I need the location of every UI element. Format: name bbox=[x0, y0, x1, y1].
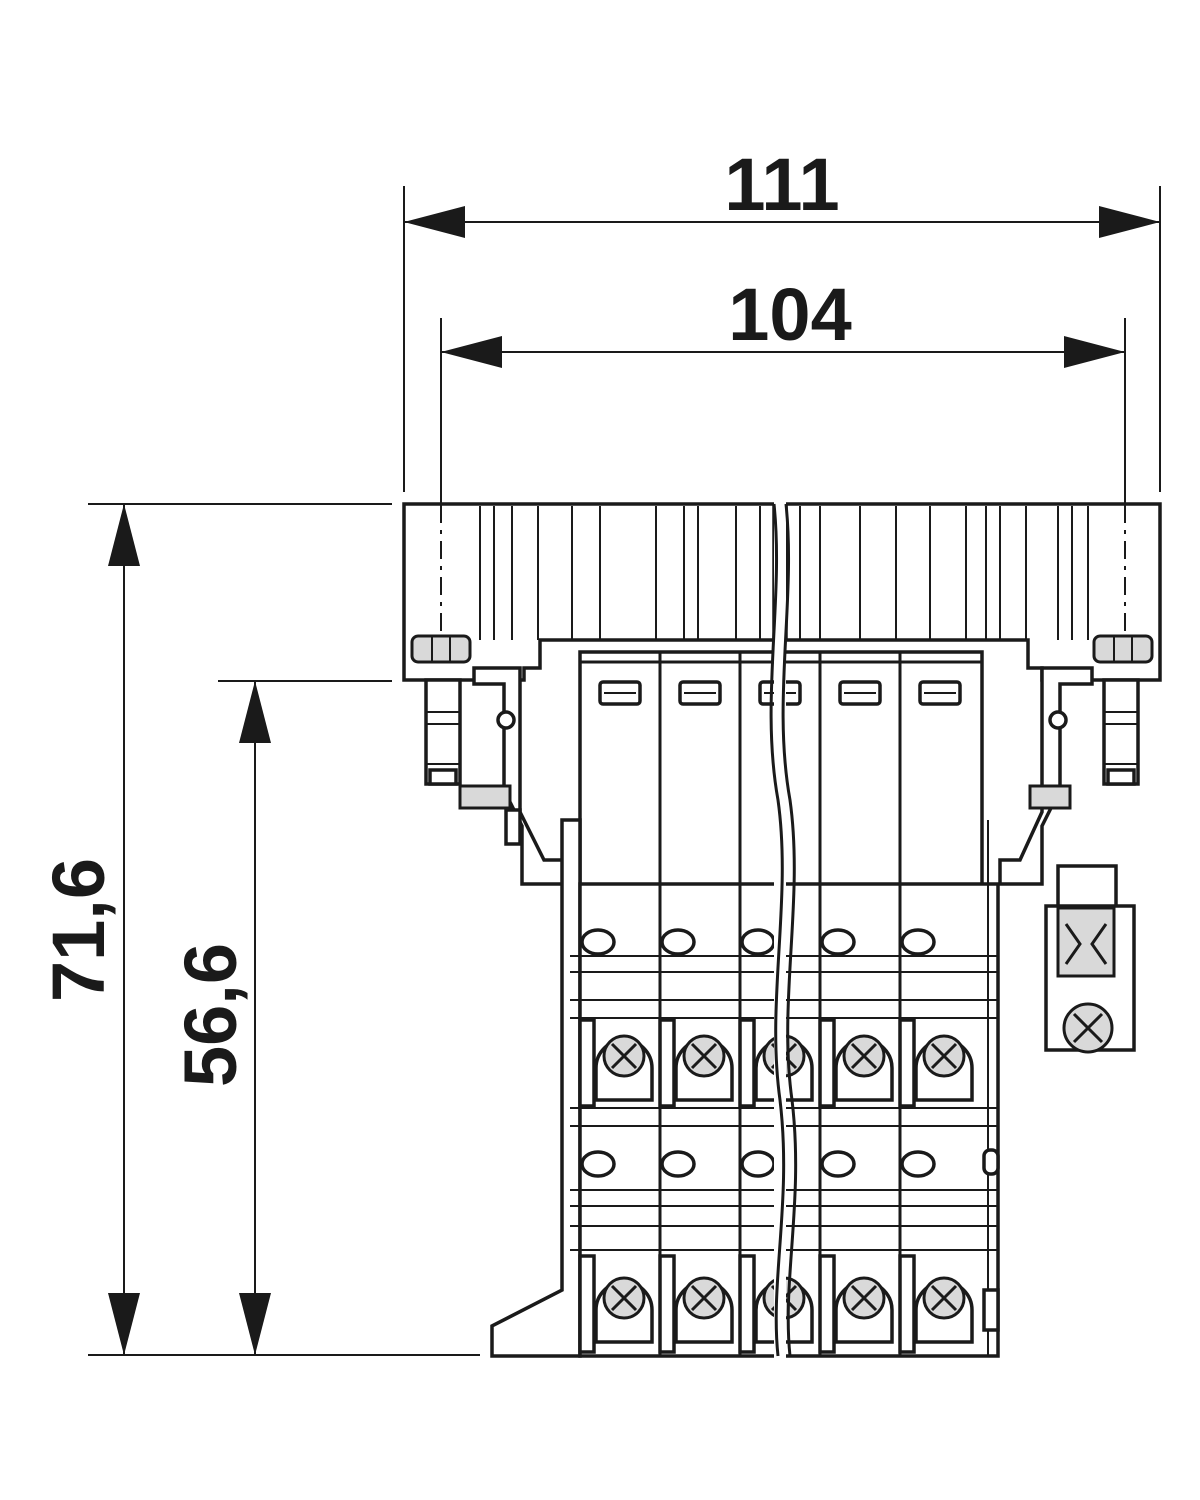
dimension-width-overall: 111 bbox=[403, 143, 1161, 492]
clamp-bracket-right bbox=[998, 666, 1094, 886]
terminal-screw-lower-4 bbox=[834, 1276, 894, 1344]
mounting-screw-left bbox=[410, 634, 472, 786]
clamp-bracket-left bbox=[458, 666, 568, 886]
mounting-screw-right bbox=[1092, 634, 1154, 786]
dimension-height-inner: 56,6 bbox=[169, 680, 392, 1355]
terminal-screw-lower-1 bbox=[594, 1276, 654, 1344]
terminal-screw-upper-5 bbox=[914, 1034, 974, 1102]
terminal-column-4 bbox=[818, 652, 902, 1356]
dimension-label-56-6: 56,6 bbox=[169, 943, 252, 1087]
terminal-screw-lower-2 bbox=[674, 1276, 734, 1344]
contact-block bbox=[490, 650, 1000, 1358]
terminal-screw-upper-1 bbox=[594, 1034, 654, 1102]
dimension-label-71-6: 71,6 bbox=[37, 858, 120, 1002]
dimension-label-104: 104 bbox=[728, 273, 851, 356]
break-line bbox=[769, 500, 798, 1360]
terminal-column-1 bbox=[578, 652, 662, 1356]
earth-screw bbox=[1062, 1002, 1114, 1054]
terminal-column-5 bbox=[898, 680, 974, 1354]
dimension-width-inner: 104 bbox=[440, 273, 1126, 505]
terminal-screw-upper-4 bbox=[834, 1034, 894, 1102]
dimension-height-overall: 71,6 bbox=[37, 503, 480, 1356]
terminal-screw-lower-5 bbox=[914, 1276, 974, 1344]
locking-clip-right bbox=[1044, 864, 1136, 1054]
dimension-label-111: 111 bbox=[724, 143, 839, 226]
terminal-column-2 bbox=[658, 652, 742, 1356]
terminal-screw-upper-2 bbox=[674, 1034, 734, 1102]
